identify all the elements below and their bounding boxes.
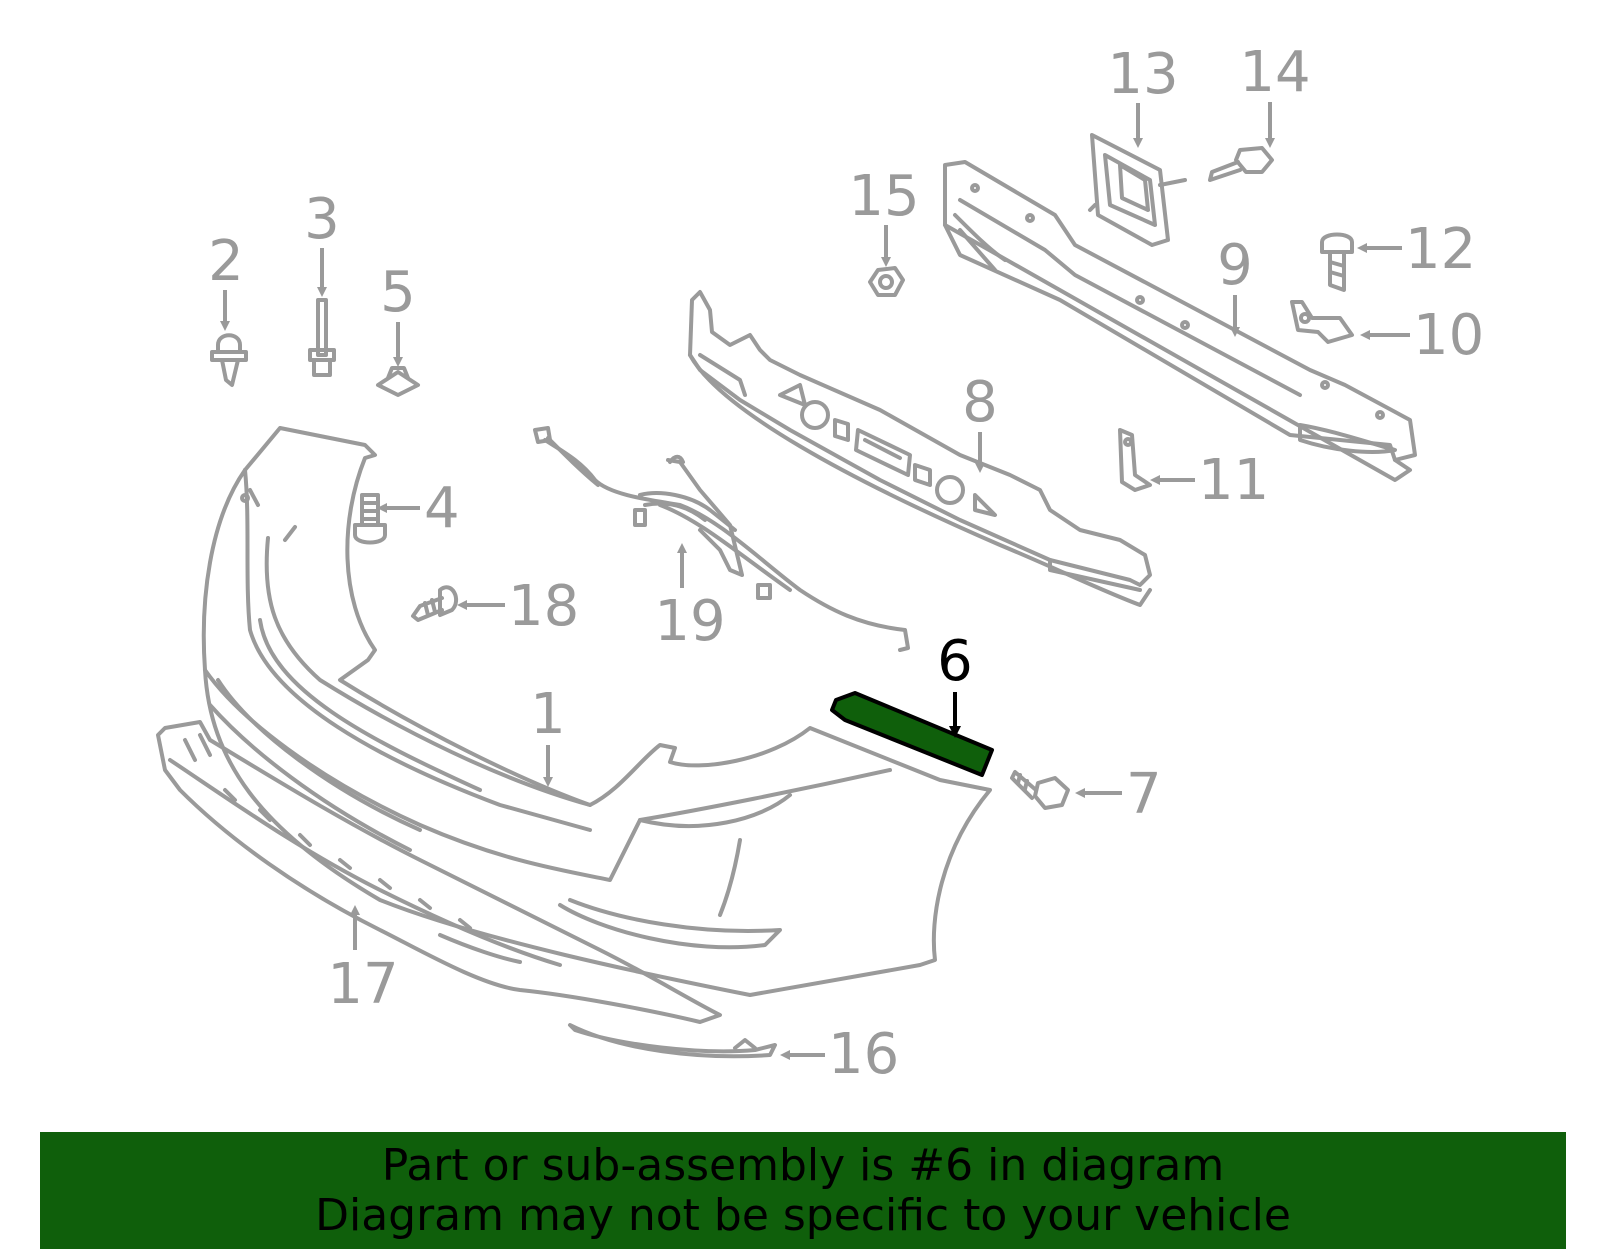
callout-4: 4 [424,476,460,541]
leader-arrows [220,102,1410,1060]
callout-13: 13 [1107,42,1178,107]
callout-1: 1 [530,682,566,747]
banner-line-disclaimer: Diagram may not be specific to your vehi… [315,1189,1291,1241]
trim-strip-16-part [568,1023,777,1059]
callout-6: 6 [937,629,973,694]
highlighted-part-6 [830,691,994,777]
bolt-14-part [1208,146,1274,182]
callout-15: 15 [848,164,919,229]
callout-11: 11 [1198,448,1269,513]
callout-5: 5 [380,260,416,325]
pin-3-part [308,298,336,377]
screw-12-part [1320,232,1354,292]
callout-2: 2 [208,229,244,294]
nut-15-part [868,266,905,297]
bolt-7-part [1010,770,1070,810]
energy-absorber-part [688,290,1152,607]
callout-16: 16 [828,1022,899,1087]
callout-18: 18 [508,574,579,639]
parts-diagram: 1 2 3 4 5 6 7 8 9 10 11 12 13 14 15 16 1… [156,40,1484,1087]
callout-9: 9 [1217,233,1253,298]
push-pin-2-part [210,333,248,387]
clip-5-part [376,366,420,397]
callout-labels: 1 2 3 4 5 6 7 8 9 10 11 12 13 14 15 16 1… [208,40,1484,1087]
wiring-harness-part [533,426,910,652]
banner-line-part-number: Part or sub-assembly is #6 in diagram [381,1139,1225,1191]
bumper-cover-part [201,426,992,997]
callout-19: 19 [654,589,725,654]
info-banner: Part or sub-assembly is #6 in diagram Di… [40,1132,1566,1249]
screw-18-part [411,585,459,622]
callout-8: 8 [962,370,998,435]
bolt-4-part [353,493,387,545]
bracket-10-part [1290,300,1354,344]
callout-10: 10 [1413,303,1484,368]
callout-14: 14 [1239,40,1310,105]
callout-3: 3 [304,187,340,252]
callout-12: 12 [1405,217,1476,282]
callout-17: 17 [327,952,398,1017]
mounting-bracket-part [1088,133,1187,247]
bracket-11-part [1118,428,1152,492]
callout-7: 7 [1126,762,1162,827]
reinforcement-beam-part [943,160,1417,482]
